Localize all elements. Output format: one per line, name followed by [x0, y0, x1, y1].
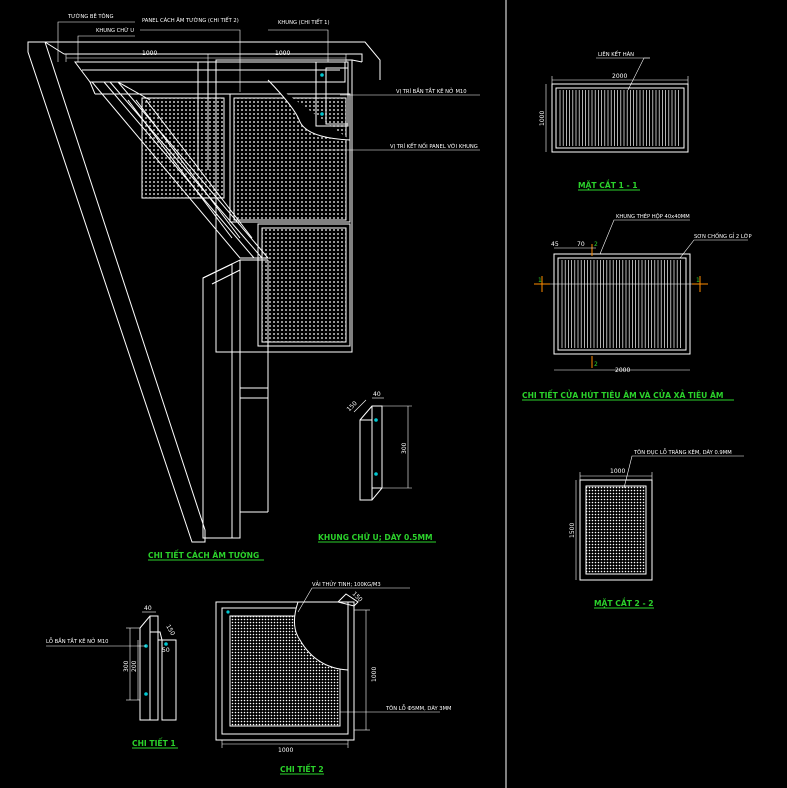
dim-ct2-width: 1000: [278, 747, 293, 754]
label-bolt-hole: LỖ BẮN TẮT KÊ NỞ M10: [46, 637, 108, 645]
dim-mc11-height: 1000: [539, 111, 546, 126]
main-title: CHI TIẾT CÁCH ÂM TƯỜNG: [148, 550, 259, 560]
mark-2-bottom-label: 2: [594, 361, 598, 368]
main-wall-detail: TƯỜNG BÊ TÔNG KHUNG CHỮ U PANEL CÁCH ÂM …: [27, 12, 480, 561]
dim-ct1-50: 50: [162, 647, 170, 654]
label-galvanized-sheet: TÔN ĐỤC LỖ TRÁNG KẼM, DÀY 0.9MM: [633, 448, 732, 456]
detail2-corner-point: [226, 610, 230, 614]
label-panel: PANEL CÁCH ÂM TƯỜNG (CHI TIẾT 2): [142, 16, 239, 24]
label-connection-position: VỊ TRÍ KẾT NỐI PANEL VỚI KHUNG: [390, 142, 478, 150]
label-u-frame: KHUNG CHỮ U: [96, 27, 134, 34]
section22-outer: [579, 479, 653, 581]
detail2-outer-frame: [215, 601, 355, 741]
detail-2: VẢI THỦY TINH; 100KG/M3 150 TÔN LỖ Ф5MM,…: [215, 580, 452, 775]
detail-1: LỖ BẮN TẮT KÊ NỞ M10 40 150 300 200 50 C…: [46, 605, 178, 749]
section11-title: MẶT CẮT 1 - 1: [578, 180, 638, 190]
door-detail: KHUNG THÉP HỘP 40x40MM SƠN CHỐNG GỈ 2 LỚ…: [522, 212, 752, 401]
section22-perforated: [585, 485, 647, 575]
dim-u-top: 40: [373, 391, 381, 398]
section22-title: MẶT CẮT 2 - 2: [594, 598, 654, 608]
mark-1-right-label: 1: [696, 277, 700, 284]
dim-mc11-width: 2000: [612, 73, 627, 80]
dim-mc22-height: 1500: [569, 523, 576, 538]
dim-ct1-200: 200: [131, 660, 138, 672]
detail2-cutaway: [294, 601, 349, 671]
label-anti-rust: SƠN CHỐNG GỈ 2 LỚP: [694, 232, 752, 240]
mark-2-top-label: 2: [594, 241, 598, 248]
concrete-wall-top: [45, 41, 381, 80]
dim-ct1-300: 300: [123, 660, 130, 672]
detail1-point-c: [144, 692, 148, 696]
label-concrete-wall: TƯỜNG BÊ TÔNG: [67, 12, 114, 20]
dim-u-height: 300: [401, 442, 408, 454]
u-frame-point-a: [374, 418, 378, 422]
detail1-point-a: [164, 642, 168, 646]
label-steel-frame: KHUNG THÉP HỘP 40x40MM: [616, 212, 690, 220]
dim-door-width: 2000: [615, 367, 630, 374]
u-frame-vertical-post: [202, 259, 241, 539]
door-title: CHI TIẾT CỬA HÚT TIÊU ÂM VÀ CỬA XẢ TIÊU …: [522, 390, 723, 400]
u-frame-diagonal: [90, 81, 270, 259]
detail1-profile: [139, 615, 159, 721]
dim-ct1-40: 40: [144, 605, 152, 612]
perforated-panel-upper: [233, 97, 347, 221]
connector-point-a: [320, 73, 324, 77]
u-frame-point-b: [374, 472, 378, 476]
dim-mc22-width: 1000: [610, 468, 625, 475]
mark-1-left-label: 1: [538, 277, 542, 284]
dim-door-70: 70: [577, 241, 585, 248]
dim-ct2-height: 1000: [371, 667, 378, 682]
dim-u-side: 150: [346, 400, 359, 413]
dim-ct1-150: 150: [164, 624, 176, 638]
section-1-1: LIÊN KẾT HÀN 2000 1000 MẶT CẮT 1 - 1: [539, 50, 689, 191]
u-frame-title: KHUNG CHỮ U; DÀY 0.5MM: [318, 533, 433, 542]
cutaway-curve: [267, 79, 351, 141]
u-frame-top: [74, 61, 346, 83]
label-bolt-position: VỊ TRÍ BẮN TẮT KÊ NỞ M10: [396, 87, 467, 95]
label-frame-detail1: KHUNG (CHI TIẾT 1): [278, 18, 330, 26]
label-weld: LIÊN KẾT HÀN: [598, 50, 634, 58]
dim-door-45: 45: [551, 241, 559, 248]
dim-main-b: 1000: [275, 50, 290, 57]
u-frame-detail: 40 150 300 KHUNG CHỮ U; DÀY 0.5MM: [318, 391, 436, 543]
dim-main-a: 1000: [142, 50, 157, 57]
section-2-2: TÔN ĐỤC LỖ TRÁNG KẼM, DÀY 0.9MM 1000 150…: [569, 448, 744, 609]
label-perforated-sheet: TÔN LỖ Ф5MM, DÀY 3MM: [385, 704, 452, 712]
detail2-title: CHI TIẾT 2: [280, 764, 324, 774]
door-outer: [553, 253, 691, 355]
detail1-title: CHI TIẾT 1: [132, 738, 176, 748]
perforated-panel-lower: [261, 227, 347, 343]
door-ribs: [561, 260, 681, 348]
label-glass-wool: VẢI THỦY TINH; 100KG/M3: [312, 580, 381, 588]
section11-ribs: [559, 90, 679, 146]
section11-outer: [551, 83, 689, 153]
connector-point-b: [320, 112, 324, 116]
